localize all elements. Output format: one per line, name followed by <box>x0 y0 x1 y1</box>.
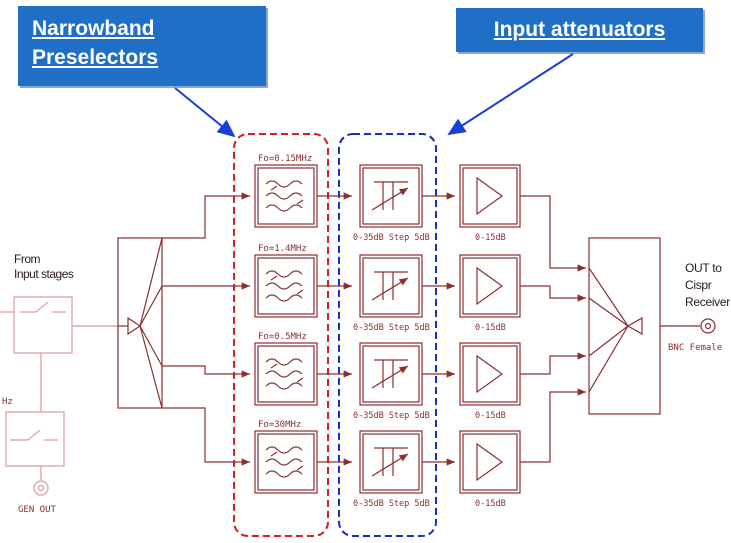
channel-1: Fo=0.15MHz 0-35dB Step 5dB 0-15dB <box>162 154 586 272</box>
callout-narrowband-line2: Preselectors <box>32 46 159 69</box>
channel-4: Fo=30MHz 0-35dB Step 5dB 0-15dB <box>162 388 586 509</box>
amplifier <box>459 254 521 318</box>
step-attenuator <box>359 342 423 406</box>
attenuator-group-box <box>338 133 437 537</box>
attenuator-range-label: 0-35dB Step 5dB <box>353 323 430 333</box>
out-to-receiver-label: OUT to Cispr Receiver <box>685 260 730 311</box>
bandpass-filter <box>254 430 318 494</box>
bandpass-filter <box>254 254 318 318</box>
hz-label: Hz <box>2 397 13 407</box>
out-line2: Cispr <box>685 278 712 292</box>
gen-out-label: GEN OUT <box>18 505 57 515</box>
bandpass-filter <box>254 342 318 406</box>
out-line3: Receiver <box>685 295 730 309</box>
attenuator-range-label: 0-35dB Step 5dB <box>353 411 430 421</box>
bandpass-filter <box>254 164 318 228</box>
amplifier-gain-label: 0-15dB <box>475 411 506 421</box>
amplifier <box>459 164 521 228</box>
step-attenuator <box>359 254 423 318</box>
step-attenuator <box>359 164 423 228</box>
step-attenuator <box>359 430 423 494</box>
amplifier <box>459 342 521 406</box>
filter-frequency-label: Fo=0.5MHz <box>258 332 307 342</box>
amplifier-gain-label: 0-15dB <box>475 323 506 333</box>
splitter-to-filter-line <box>162 407 250 466</box>
amp-to-combiner-line <box>520 388 586 463</box>
narrowband-preselectors-callout: Narrowband Preselectors <box>18 6 266 86</box>
callout-attenuators-text: Input attenuators <box>493 18 666 41</box>
attenuators-arrow <box>447 53 574 136</box>
filter-frequency-label: Fo=1.4MHz <box>258 244 307 254</box>
bnc-female-label: BNC Female <box>668 343 722 353</box>
splitter-to-filter-line <box>162 365 250 378</box>
from-line1: From <box>14 252 41 266</box>
attenuator-range-label: 0-35dB Step 5dB <box>353 233 430 243</box>
callout-narrowband-line1: Narrowband <box>32 17 155 40</box>
out-line1: OUT to <box>685 261 722 275</box>
channel-3: Fo=0.5MHz 0-35dB Step 5dB 0-15dB <box>162 332 586 421</box>
splitter-to-filter-line <box>162 192 250 239</box>
from-input-stages-label: From Input stages <box>14 252 74 282</box>
filter-frequency-label: Fo=30MHz <box>258 420 301 430</box>
output-combiner <box>588 237 716 415</box>
input-attenuators-callout: Input attenuators <box>456 8 703 52</box>
from-line2: Input stages <box>14 267 74 281</box>
preselector-group-box <box>233 133 329 537</box>
amplifier-gain-label: 0-15dB <box>475 233 506 243</box>
attenuator-range-label: 0-35dB Step 5dB <box>353 499 430 509</box>
amp-to-combiner-line <box>520 195 586 272</box>
amplifier <box>459 430 521 494</box>
input-stages-section <box>0 296 118 496</box>
amplifier-gain-label: 0-15dB <box>475 499 506 509</box>
amp-to-combiner-line <box>520 285 586 302</box>
channel-2: Fo=1.4MHz 0-35dB Step 5dB 0-15dB <box>162 244 586 333</box>
input-splitter <box>117 237 163 409</box>
filter-frequency-label: Fo=0.15MHz <box>258 154 312 164</box>
amp-to-combiner-line <box>520 352 586 375</box>
narrowband-arrow <box>174 87 236 138</box>
